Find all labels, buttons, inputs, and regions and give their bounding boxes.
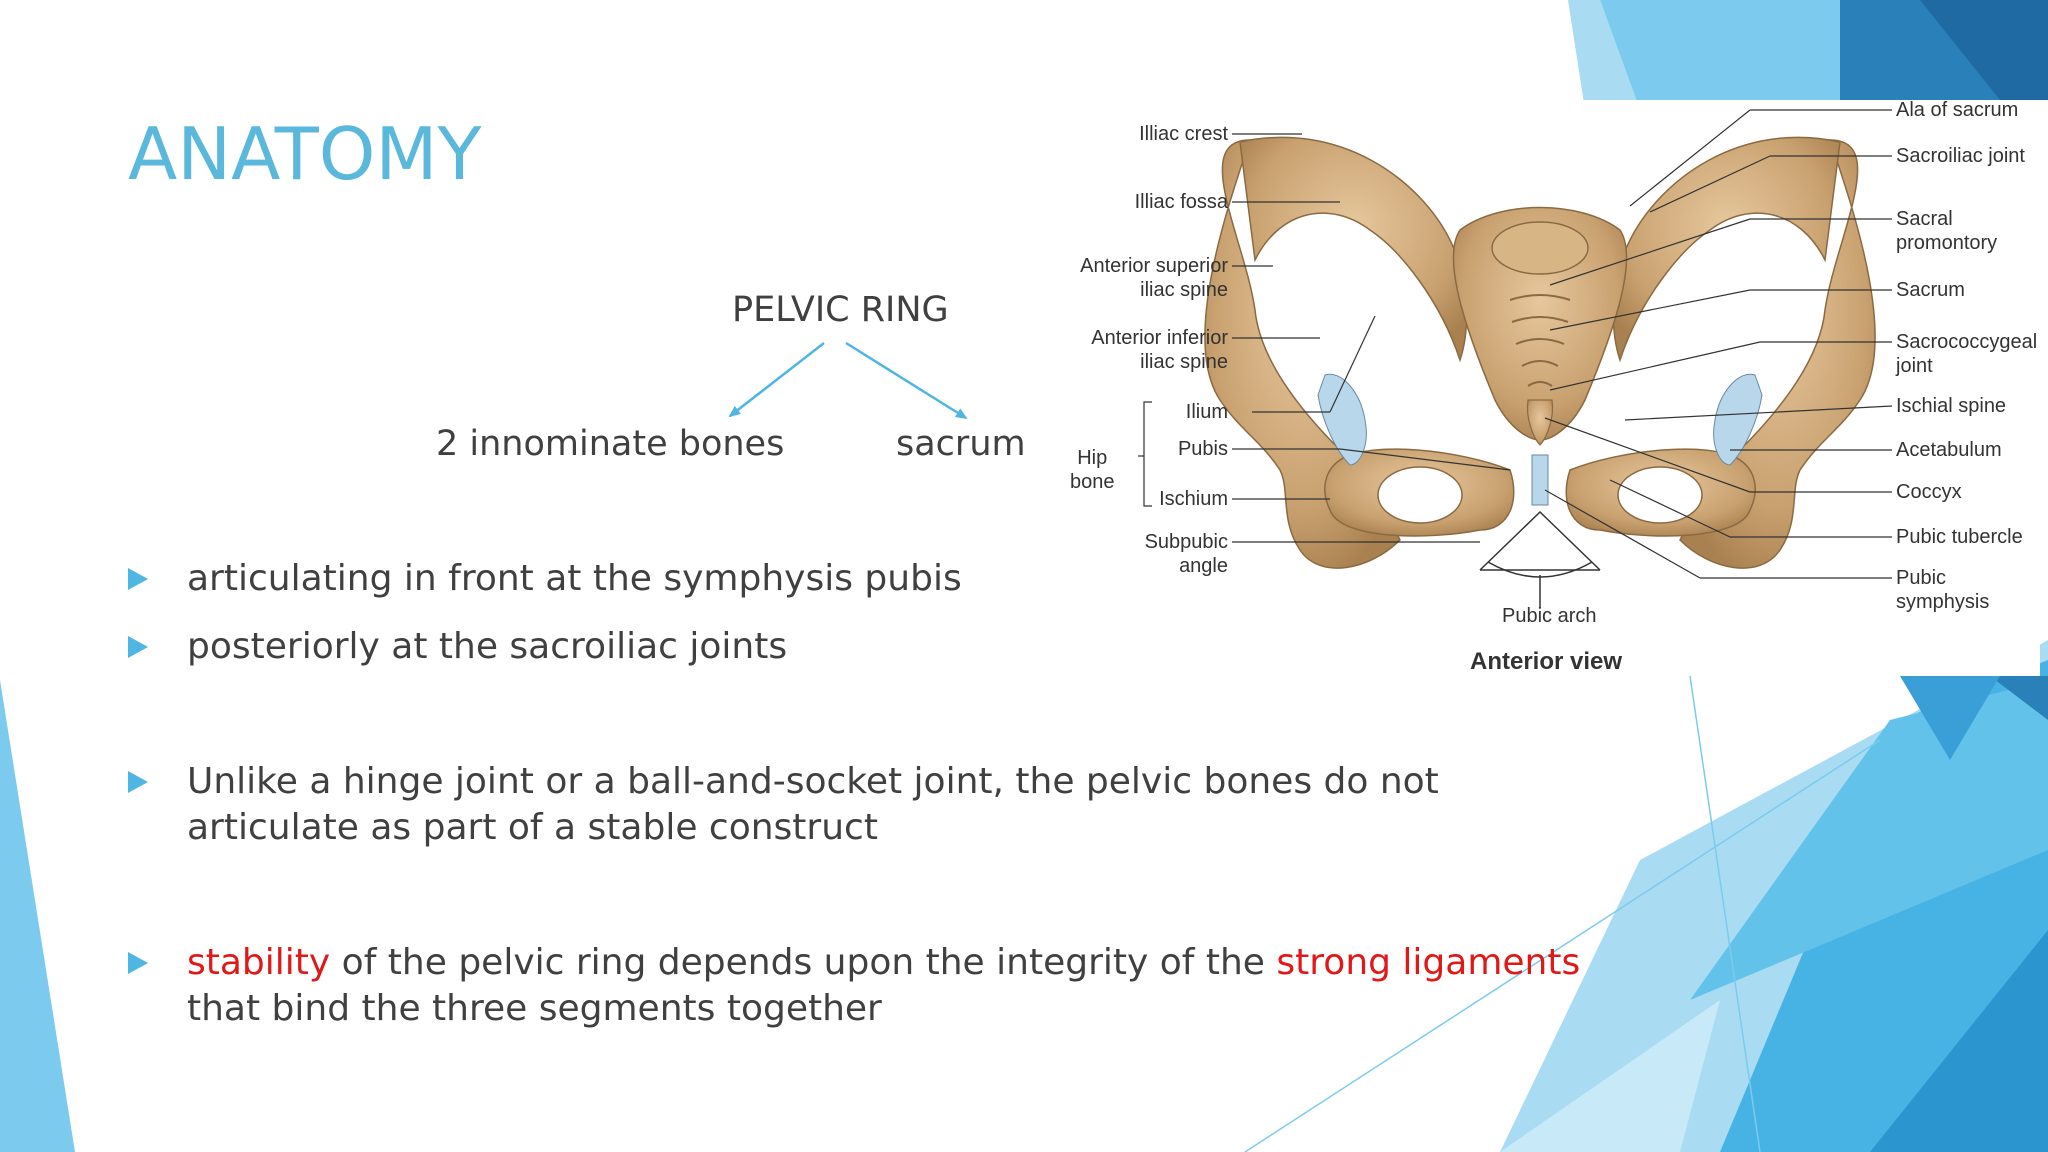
label-coccyx: Coccyx	[1896, 481, 1962, 503]
label-ischial-spine: Ischial spine	[1896, 395, 2007, 417]
label-ala-of-sacrum: Ala of sacrum	[1896, 99, 2019, 121]
slide-title: ANATOMY	[128, 112, 482, 196]
bullet-text: stability of the pelvic ring depends upo…	[187, 942, 1581, 1029]
label-ilium: Ilium	[1185, 401, 1228, 423]
pelvic-ring-root: PELVIC RING	[732, 290, 949, 330]
label-acetabulum: Acetabulum	[1896, 439, 2002, 461]
pelvis-illustration	[1138, 109, 1893, 608]
label-sacrum: Sacrum	[1896, 279, 1965, 301]
bullet-arrow-icon	[128, 568, 148, 590]
label-pubic-arch: Pubic arch	[1502, 605, 1597, 627]
label-ischium: Ischium	[1159, 488, 1228, 510]
bullet-arrow-icon	[128, 952, 148, 974]
pelvis-figure: Illiac crest Illiac fossa Anterior super…	[1040, 99, 2040, 676]
bullet-arrow-icon	[128, 771, 148, 793]
bullet-text: articulating in front at the symphysis p…	[187, 558, 962, 599]
label-iliac-crest: Illiac crest	[1139, 123, 1228, 145]
bullet-arrow-icon	[128, 636, 148, 658]
figure-caption: Anterior view	[1470, 648, 1623, 675]
label-pubic-tubercle: Pubic tubercle	[1896, 526, 2023, 548]
highlight-stability: stability	[187, 942, 331, 983]
bullet-text: posteriorly at the sacroiliac joints	[187, 626, 788, 667]
pelvic-ring-sacrum: sacrum	[896, 424, 1026, 464]
pelvic-ring-innominate: 2 innominate bones	[436, 424, 785, 464]
bullet-text: Unlike a hinge joint or a ball-and-socke…	[187, 761, 1439, 848]
label-sacroiliac-joint: Sacroiliac joint	[1896, 145, 2025, 167]
highlight-strong-ligaments: strong ligaments	[1276, 942, 1581, 983]
label-iliac-fossa: Illiac fossa	[1134, 191, 1228, 213]
label-pubis: Pubis	[1177, 438, 1228, 460]
